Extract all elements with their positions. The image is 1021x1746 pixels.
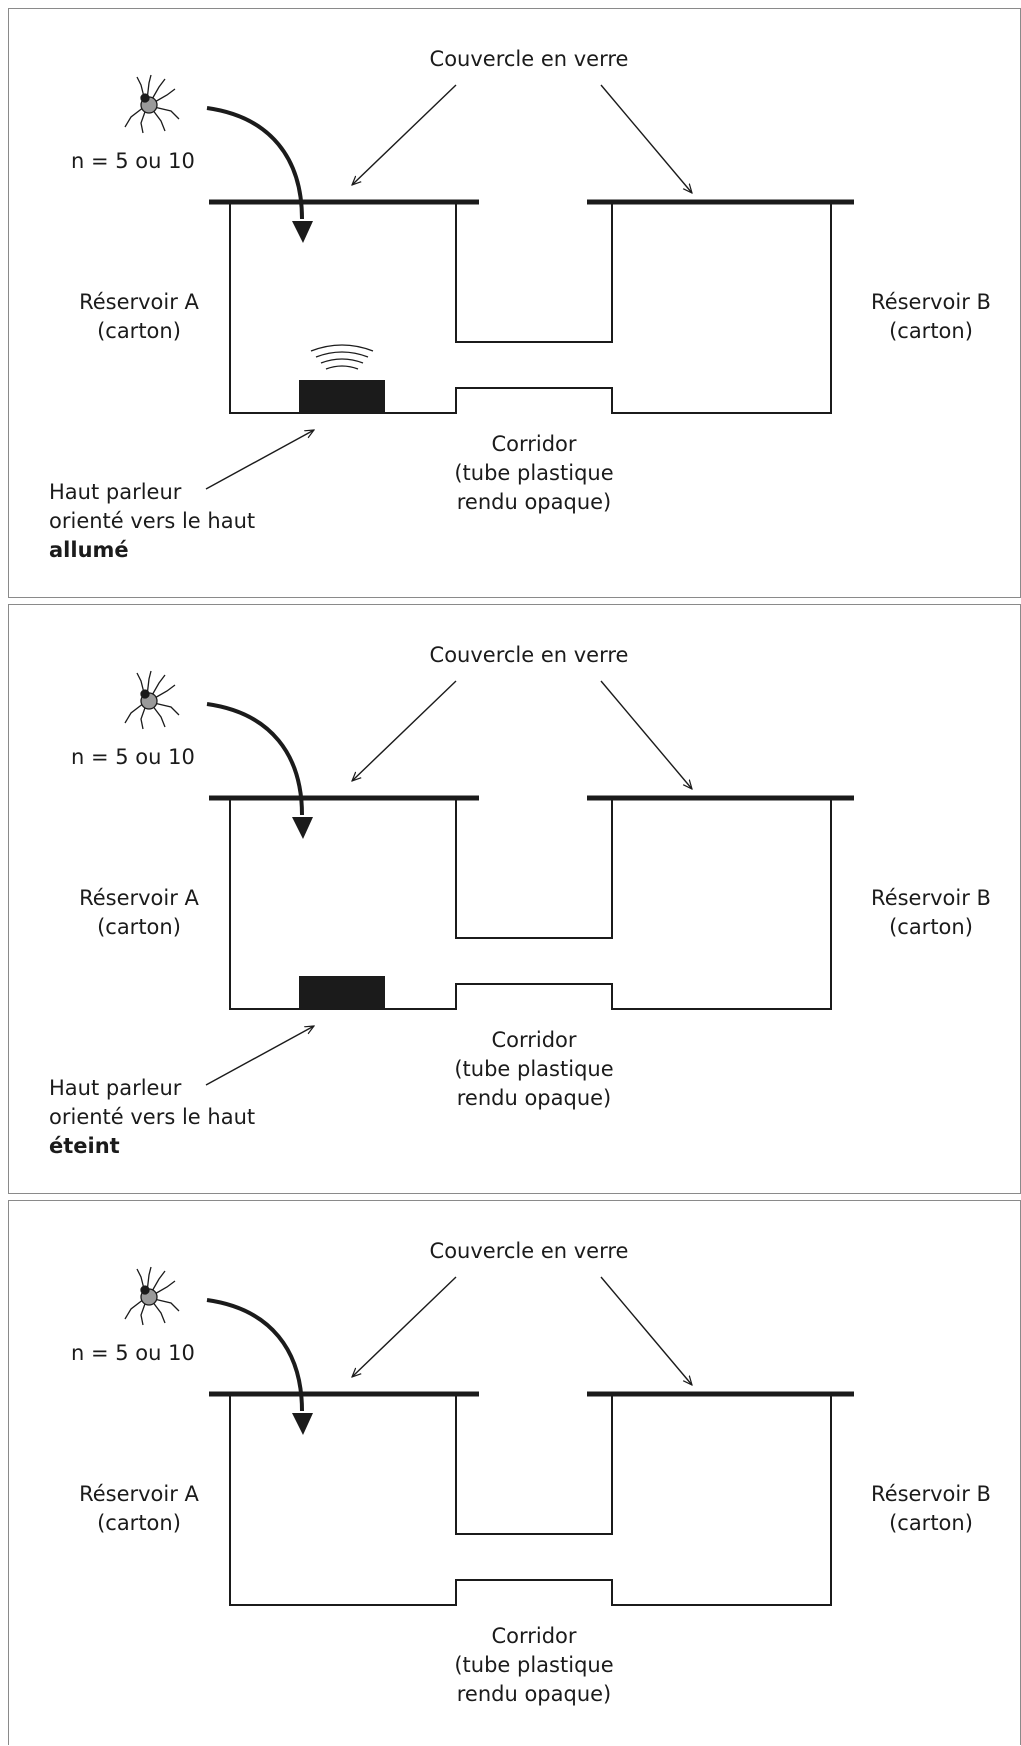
drop-arrow-head	[292, 1413, 313, 1435]
speaker-arrow	[205, 430, 314, 490]
lid-arrow-left	[352, 1276, 457, 1377]
tank-b-material: (carton)	[889, 915, 973, 939]
corridor-name: Corridor	[491, 432, 577, 456]
lid-arrow-right	[600, 84, 692, 193]
tank-b-name: Réservoir B	[871, 886, 991, 910]
lid-arrow-right	[600, 680, 692, 789]
spider-icon	[124, 74, 180, 134]
corridor-desc-1: (tube plastique	[454, 1653, 614, 1677]
lid-arrow-right	[600, 1276, 692, 1385]
tank-a-name: Réservoir A	[79, 886, 199, 910]
lid-arrow-left	[352, 84, 457, 185]
lid-label: Couvercle en verre	[429, 643, 629, 667]
spider-icon	[124, 1266, 180, 1326]
tank-b-material: (carton)	[889, 1511, 973, 1535]
drop-arrow	[206, 106, 304, 220]
tank-a-name: Réservoir A	[79, 1482, 199, 1506]
drop-arrow	[206, 1298, 304, 1412]
tank-corridor-outline	[229, 202, 832, 414]
corridor-label: Corridor (tube plastique rendu opaque)	[414, 1026, 654, 1113]
speaker-label: Haut parleur orienté vers le haut éteint	[49, 1074, 255, 1161]
lid-label: Couvercle en verre	[429, 47, 629, 71]
tank-a-label: Réservoir A (carton)	[49, 884, 229, 942]
spider-icon	[124, 670, 180, 730]
tank-corridor-outline	[229, 1394, 832, 1606]
drop-arrow	[206, 702, 304, 816]
apparatus-drawing	[124, 74, 854, 490]
speaker	[299, 976, 385, 1009]
tank-a-name: Réservoir A	[79, 290, 199, 314]
drop-arrow-head	[292, 817, 313, 839]
speaker-orientation: orienté vers le haut	[49, 1105, 256, 1129]
speaker-orientation: orienté vers le haut	[49, 509, 256, 533]
spider-count-label: n = 5 ou 10	[71, 745, 195, 769]
speaker-label: Haut parleur orienté vers le haut allumé	[49, 478, 255, 565]
speaker-arrow	[205, 1026, 314, 1086]
corridor-desc-2: rendu opaque)	[456, 1682, 612, 1706]
lid-label: Couvercle en verre	[429, 1239, 629, 1263]
tank-b-material: (carton)	[889, 319, 973, 343]
corridor-name: Corridor	[491, 1028, 577, 1052]
corridor-label: Corridor (tube plastique rendu opaque)	[414, 1622, 654, 1709]
corridor-desc-2: rendu opaque)	[456, 490, 612, 514]
tank-b-name: Réservoir B	[871, 290, 991, 314]
speaker-name: Haut parleur	[49, 480, 182, 504]
drop-arrow-head	[292, 221, 313, 243]
tank-b-label: Réservoir B (carton)	[841, 884, 1021, 942]
speaker-state: allumé	[49, 538, 129, 562]
lid-arrow-left	[352, 680, 457, 781]
corridor-desc-2: rendu opaque)	[456, 1086, 612, 1110]
tank-corridor-outline	[229, 798, 832, 1010]
spider-count-label: n = 5 ou 10	[71, 149, 195, 173]
corridor-label: Corridor (tube plastique rendu opaque)	[414, 430, 654, 517]
tank-b-name: Réservoir B	[871, 1482, 991, 1506]
tank-b-label: Réservoir B (carton)	[841, 288, 1021, 346]
panel-1: Couvercle en verre n = 5 ou 10 Réservoir…	[8, 8, 1021, 598]
corridor-name: Corridor	[491, 1624, 577, 1648]
tank-b-label: Réservoir B (carton)	[841, 1480, 1021, 1538]
tank-a-label: Réservoir A (carton)	[49, 288, 229, 346]
apparatus-drawing	[124, 1266, 854, 1606]
panel-2: Couvercle en verre n = 5 ou 10 Réservoir…	[8, 604, 1021, 1194]
tank-a-material: (carton)	[97, 1511, 181, 1535]
corridor-desc-1: (tube plastique	[454, 1057, 614, 1081]
tank-a-label: Réservoir A (carton)	[49, 1480, 229, 1538]
speaker-state: éteint	[49, 1134, 120, 1158]
sound-waves-icon	[310, 344, 374, 370]
speaker-name: Haut parleur	[49, 1076, 182, 1100]
speaker	[299, 380, 385, 413]
tank-a-material: (carton)	[97, 915, 181, 939]
corridor-desc-1: (tube plastique	[454, 461, 614, 485]
panel-3: Couvercle en verre n = 5 ou 10 Réservoir…	[8, 1200, 1021, 1745]
tank-a-material: (carton)	[97, 319, 181, 343]
spider-count-label: n = 5 ou 10	[71, 1341, 195, 1365]
apparatus-drawing	[124, 670, 854, 1086]
